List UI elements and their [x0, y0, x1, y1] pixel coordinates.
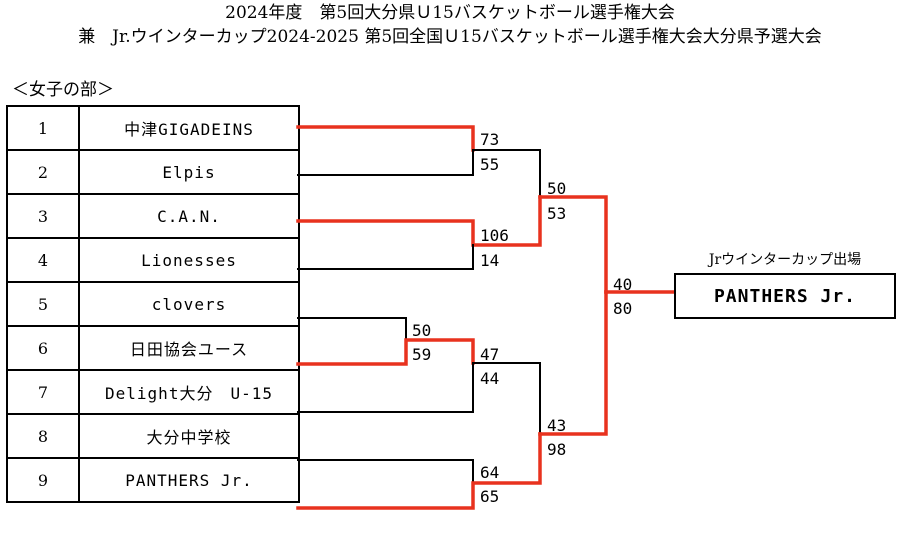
score-label: 98	[547, 440, 567, 459]
seed-number: 7	[6, 369, 80, 415]
bracket-winner-line	[296, 125, 475, 152]
bracket-winner-line	[296, 432, 542, 510]
score-label: 44	[480, 369, 500, 388]
bracket-loser-line	[297, 459, 474, 484]
score-label: 50	[547, 179, 567, 198]
seed-number: 3	[6, 193, 80, 239]
seed-number: 8	[6, 413, 80, 459]
tournament-title: 2024年度 第5回大分県Ｕ15バスケットボール選手権大会	[225, 3, 675, 23]
score-label: 59	[412, 345, 432, 364]
team-name: 中津GIGADEINS	[78, 105, 300, 151]
bracket-loser-line	[297, 362, 474, 413]
score-label: 80	[613, 299, 633, 318]
bracket-loser-line	[297, 149, 474, 176]
bracket-winner-line	[538, 195, 608, 294]
score-label: 53	[547, 204, 567, 223]
bracket-winner-line	[296, 338, 475, 366]
champion-box: PANTHERS Jr.	[674, 273, 896, 319]
score-label: 106	[480, 226, 509, 245]
seed-number: 4	[6, 237, 80, 283]
score-label: 50	[412, 321, 432, 340]
qualification-label: Jrウインターカップ出場	[708, 252, 862, 268]
tournament-subtitle: 兼 Jr.ウインターカップ2024-2025 第5回全国Ｕ15バスケットボール選…	[78, 27, 822, 47]
seed-number: 1	[6, 105, 80, 151]
score-label: 64	[480, 463, 500, 482]
team-name: Lionesses	[78, 237, 300, 283]
team-name: 日田協会ユース	[78, 325, 300, 371]
seed-number: 9	[6, 457, 80, 503]
bracket-loser-line	[472, 149, 541, 198]
bracket-loser-line	[297, 317, 407, 341]
team-name: Delight大分 U-15	[78, 369, 300, 415]
team-name: 大分中学校	[78, 413, 300, 459]
seed-number: 6	[6, 325, 80, 371]
score-label: 14	[480, 251, 500, 270]
score-label: 47	[480, 345, 500, 364]
score-label: 40	[613, 275, 633, 294]
bracket-loser-line	[472, 362, 541, 435]
team-name: C.A.N.	[78, 193, 300, 239]
team-name: Elpis	[78, 149, 300, 195]
score-label: 65	[480, 487, 500, 506]
score-label: 55	[480, 155, 500, 174]
seed-number: 2	[6, 149, 80, 195]
division-label: ＜女子の部＞	[12, 80, 114, 100]
team-name: PANTHERS Jr.	[78, 457, 300, 503]
score-label: 73	[480, 130, 500, 149]
team-name: clovers	[78, 281, 300, 327]
bracket-winner-line	[538, 290, 608, 436]
score-label: 43	[547, 416, 567, 435]
bracket-loser-line	[297, 244, 474, 270]
seed-number: 5	[6, 281, 80, 327]
